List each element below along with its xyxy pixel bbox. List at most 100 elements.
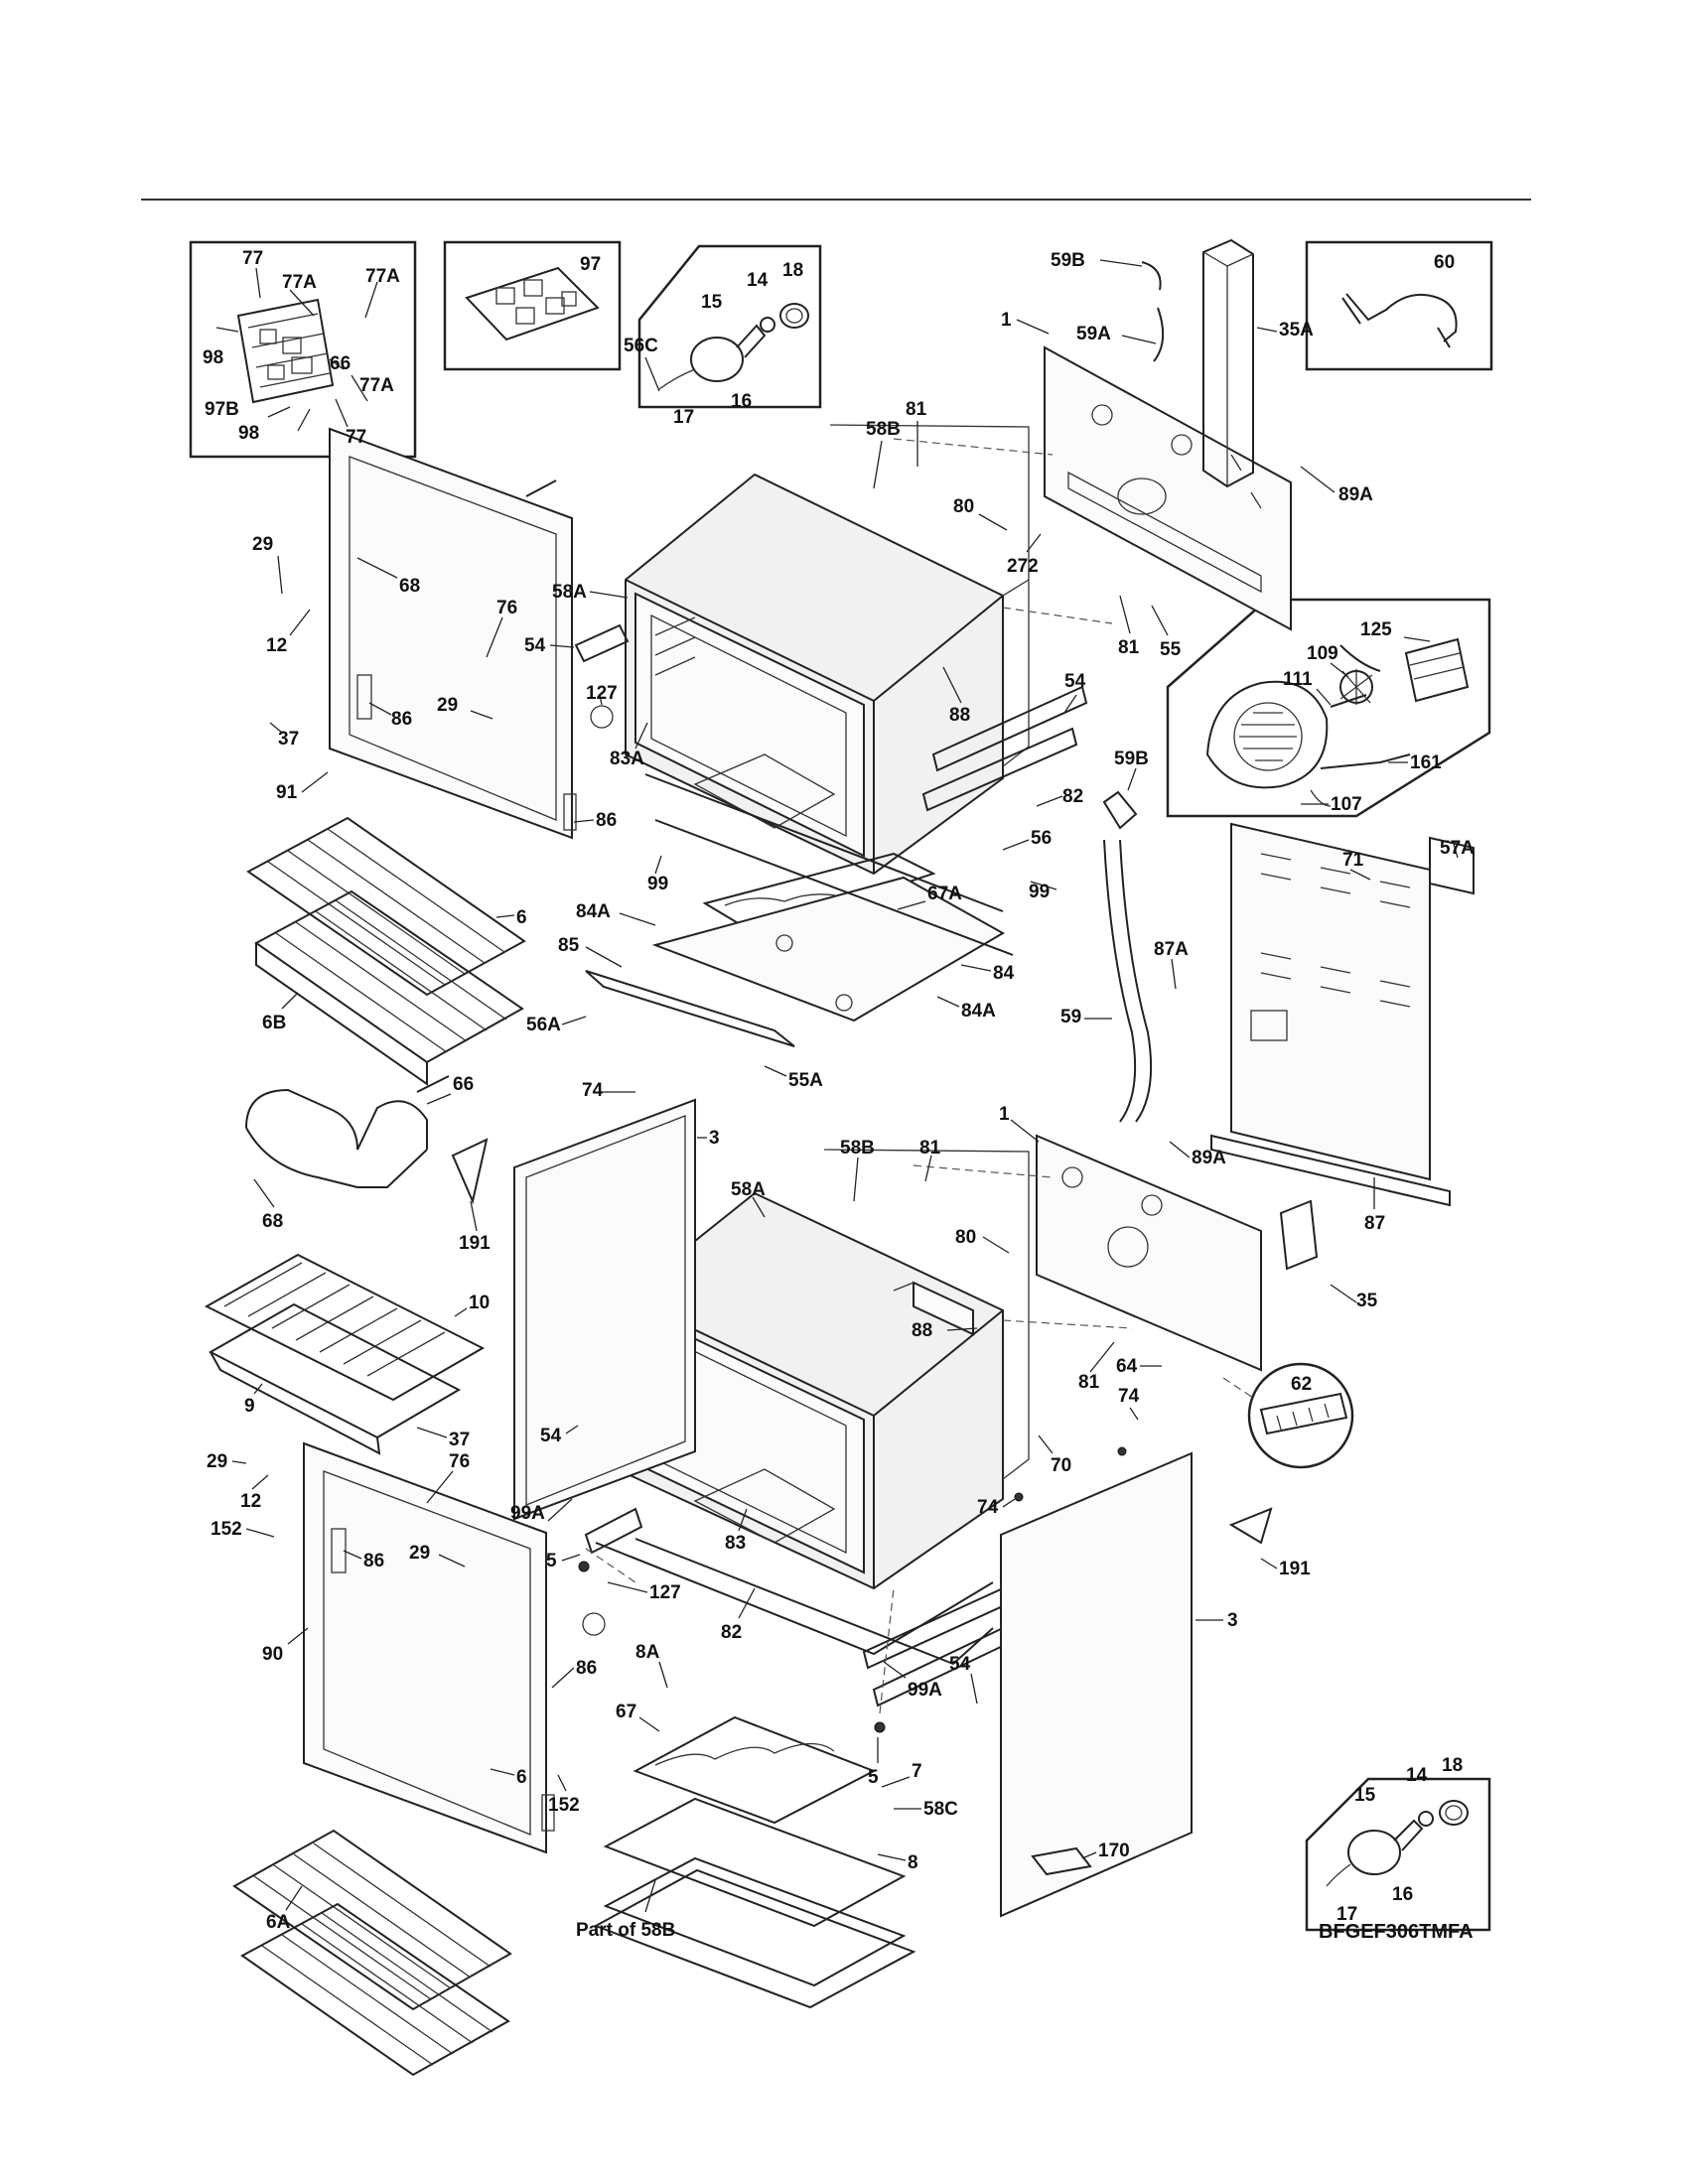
callout-77Ab: 77A bbox=[365, 266, 400, 287]
model-code: BFGEF306TMFA bbox=[1319, 1921, 1474, 1943]
callout-17a: 17 bbox=[673, 407, 694, 428]
callout-1b: 1 bbox=[999, 1104, 1010, 1125]
side-panel-left bbox=[513, 1098, 696, 1521]
callout-66a: 66 bbox=[330, 353, 351, 374]
callout-10: 10 bbox=[469, 1293, 490, 1313]
callout-107: 107 bbox=[1331, 794, 1362, 815]
callout-64: 64 bbox=[1116, 1356, 1138, 1377]
callout-84: 84 bbox=[993, 963, 1015, 984]
upper-racks bbox=[246, 816, 526, 1086]
callout-66b: 66 bbox=[453, 1074, 474, 1095]
callout-85: 85 bbox=[558, 935, 580, 956]
callout-170: 170 bbox=[1098, 1841, 1130, 1861]
callout-99b: 99 bbox=[1029, 882, 1050, 902]
callout-83A: 83A bbox=[610, 749, 644, 769]
callout-97: 97 bbox=[580, 254, 601, 275]
callout-5b: 5 bbox=[868, 1767, 879, 1788]
callout-81a: 81 bbox=[906, 399, 927, 420]
callout-29a: 29 bbox=[252, 534, 273, 555]
callout-67: 67 bbox=[616, 1702, 636, 1722]
callout-90: 90 bbox=[262, 1644, 283, 1665]
callout-58Aa: 58A bbox=[552, 582, 587, 603]
callout-87: 87 bbox=[1364, 1213, 1385, 1234]
callout-12a: 12 bbox=[266, 635, 287, 656]
callout-82a: 82 bbox=[1062, 786, 1083, 807]
inset-control-board bbox=[189, 240, 417, 459]
callout-9: 9 bbox=[244, 1396, 255, 1417]
callout-74a: 74 bbox=[582, 1080, 604, 1101]
side-panel-right-upper bbox=[1210, 822, 1475, 1207]
upper-back-panel bbox=[1044, 345, 1292, 631]
callout-99A: 99A bbox=[510, 1503, 545, 1524]
callout-152a: 152 bbox=[211, 1519, 242, 1540]
callout-84Ab: 84A bbox=[961, 1001, 996, 1022]
callout-8: 8 bbox=[908, 1852, 918, 1873]
callout-6A: 6A bbox=[266, 1912, 291, 1933]
inset-convection-fan bbox=[1166, 598, 1491, 818]
lower-door bbox=[303, 1441, 555, 1854]
callout-81b: 81 bbox=[1118, 637, 1140, 658]
callout-83: 83 bbox=[725, 1533, 746, 1554]
callout-191b: 191 bbox=[1279, 1559, 1311, 1579]
callout-12b: 12 bbox=[240, 1491, 261, 1512]
header-rule bbox=[141, 199, 1531, 201]
callout-98a: 98 bbox=[203, 347, 223, 368]
callout-35A: 35A bbox=[1279, 320, 1314, 341]
part-of-note: Part of 58B bbox=[576, 1920, 675, 1941]
callout-54b: 54 bbox=[1064, 671, 1086, 692]
lower-back-panel bbox=[1036, 1134, 1262, 1372]
callout-77Aa: 77A bbox=[282, 272, 317, 293]
callout-99Ab: 99A bbox=[908, 1680, 942, 1701]
callout-97B: 97B bbox=[205, 399, 239, 420]
callout-77b: 77 bbox=[346, 427, 366, 448]
lower-back-insulation bbox=[893, 1281, 974, 1336]
callout-161: 161 bbox=[1410, 752, 1442, 773]
callout-1a: 1 bbox=[1001, 310, 1012, 331]
callout-86a: 86 bbox=[391, 709, 412, 730]
callout-59Bb: 59B bbox=[1114, 749, 1149, 769]
callout-6b: 6 bbox=[516, 1767, 527, 1788]
callout-152b: 152 bbox=[548, 1795, 580, 1816]
upper-side-rails bbox=[574, 623, 1088, 812]
callout-29c: 29 bbox=[207, 1451, 227, 1472]
callout-59A: 59A bbox=[1076, 324, 1111, 344]
callout-14a: 14 bbox=[747, 270, 769, 291]
inset-relay-board bbox=[443, 240, 622, 371]
callout-54a: 54 bbox=[524, 635, 546, 656]
upper-oven-cavity bbox=[625, 424, 1030, 876]
callout-59: 59 bbox=[1060, 1007, 1081, 1027]
lower-racks bbox=[232, 1829, 512, 2077]
callout-56A: 56A bbox=[526, 1015, 561, 1035]
callout-74b: 74 bbox=[1118, 1386, 1140, 1407]
callout-15b: 15 bbox=[1354, 1785, 1376, 1806]
callout-68b: 68 bbox=[262, 1211, 283, 1232]
callout-68a: 68 bbox=[399, 576, 420, 597]
callout-89Aa: 89A bbox=[1338, 484, 1373, 505]
callout-88b: 88 bbox=[912, 1320, 932, 1341]
callout-81c: 81 bbox=[919, 1138, 941, 1159]
callout-60: 60 bbox=[1434, 252, 1455, 273]
upper-vent-tube bbox=[1102, 790, 1153, 1123]
callout-6B: 6B bbox=[262, 1013, 286, 1033]
callouts: 77 77A 77A 98 77A 97B 98 77 97 18 14 15 … bbox=[203, 248, 1475, 1943]
callout-56: 56 bbox=[1031, 828, 1052, 849]
callout-6a: 6 bbox=[516, 907, 527, 928]
inset-oven-light-top bbox=[637, 244, 822, 409]
callout-62: 62 bbox=[1291, 1374, 1312, 1395]
upper-door bbox=[329, 427, 577, 840]
callout-88a: 88 bbox=[949, 705, 970, 726]
inset-oven-light-bottom bbox=[1305, 1777, 1491, 1932]
callout-272: 272 bbox=[1007, 556, 1039, 577]
callout-59Ba: 59B bbox=[1051, 250, 1085, 271]
callout-18a: 18 bbox=[782, 260, 803, 281]
callout-111: 111 bbox=[1283, 669, 1313, 690]
callout-81d: 81 bbox=[1078, 1372, 1100, 1393]
lower-broil-element bbox=[245, 1075, 450, 1188]
callout-127b: 127 bbox=[649, 1582, 681, 1603]
callout-191a: 191 bbox=[459, 1233, 491, 1254]
callout-15a: 15 bbox=[701, 292, 723, 313]
callout-76b: 76 bbox=[449, 1451, 470, 1472]
callout-55A: 55A bbox=[788, 1070, 823, 1091]
small-parts bbox=[451, 705, 1319, 1876]
